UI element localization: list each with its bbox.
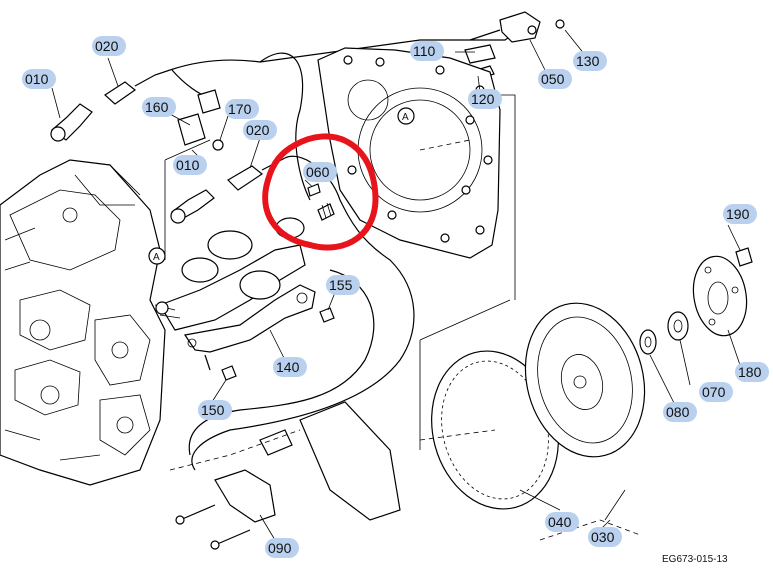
label-080-text: 080 (666, 404, 690, 420)
part-060-detail (307, 183, 335, 221)
label-130[interactable]: 130 (573, 51, 607, 71)
label-060-text: 060 (306, 164, 330, 180)
lower-bracket-090 (169, 401, 401, 550)
label-155-text: 155 (329, 277, 353, 293)
section-marker-a-lower-text: A (153, 252, 160, 263)
label-010-a-text: 010 (25, 71, 49, 87)
label-120[interactable]: 120 (468, 89, 502, 109)
label-110[interactable]: 110 (410, 41, 444, 61)
bearing-070 (667, 311, 689, 341)
label-070[interactable]: 070 (699, 382, 733, 402)
label-020-b[interactable]: 020 (243, 120, 277, 140)
sensor-010-lower (170, 189, 215, 224)
label-010-a[interactable]: 010 (22, 69, 56, 89)
label-030[interactable]: 030 (588, 527, 622, 547)
label-020-b-text: 020 (246, 122, 270, 138)
label-140-text: 140 (276, 359, 300, 375)
label-020-a-text: 020 (95, 38, 119, 54)
washer-080 (639, 329, 657, 355)
section-marker-a-lower: A (148, 247, 166, 265)
label-050-text: 050 (541, 71, 565, 87)
label-040[interactable]: 040 (545, 512, 579, 532)
engine-block (0, 159, 166, 486)
crankshaft (154, 217, 306, 331)
label-070-text: 070 (702, 384, 726, 400)
label-130-text: 130 (576, 53, 600, 69)
label-170[interactable]: 170 (225, 99, 259, 119)
label-150[interactable]: 150 (198, 400, 232, 420)
label-010-b-text: 010 (176, 157, 200, 173)
flywheel-030 (524, 302, 646, 541)
bolt-150 (221, 365, 237, 381)
hub-180 (692, 255, 748, 337)
label-090-text: 090 (268, 540, 292, 556)
label-155[interactable]: 155 (326, 275, 360, 295)
label-050[interactable]: 050 (538, 69, 572, 89)
label-190[interactable]: 190 (723, 204, 757, 224)
label-040-text: 040 (548, 514, 572, 530)
sensor-020-upper (104, 69, 171, 105)
bolt-190 (735, 247, 753, 267)
label-190-text: 190 (726, 206, 750, 222)
label-150-text: 150 (201, 402, 225, 418)
label-140[interactable]: 140 (273, 357, 307, 377)
part-labels: 010 020 160 170 010 020 060 110 120 050 … (22, 36, 769, 558)
label-080[interactable]: 080 (663, 402, 697, 422)
highlight-circle (262, 133, 379, 251)
label-170-text: 170 (228, 101, 252, 117)
section-marker-a-upper: A (397, 107, 415, 125)
label-110-text: 110 (413, 43, 436, 59)
section-marker-a-upper-text: A (402, 112, 409, 123)
label-010-b[interactable]: 010 (173, 155, 207, 175)
drawing-reference-code: EG673-015-13 (662, 554, 728, 565)
engine-back-plate (317, 47, 501, 259)
label-180-text: 180 (738, 364, 762, 380)
label-180[interactable]: 180 (735, 362, 769, 382)
label-160[interactable]: 160 (142, 97, 176, 117)
relay-bracket-160 (177, 89, 224, 151)
label-160-text: 160 (145, 99, 169, 115)
bracket-140 (183, 284, 316, 371)
label-020-a[interactable]: 020 (92, 36, 126, 56)
label-120-text: 120 (471, 91, 495, 107)
sensor-010-upper (50, 103, 93, 142)
label-060[interactable]: 060 (303, 162, 337, 182)
label-030-text: 030 (591, 529, 615, 545)
label-090[interactable]: 090 (265, 538, 299, 558)
bolt-155 (319, 307, 335, 323)
